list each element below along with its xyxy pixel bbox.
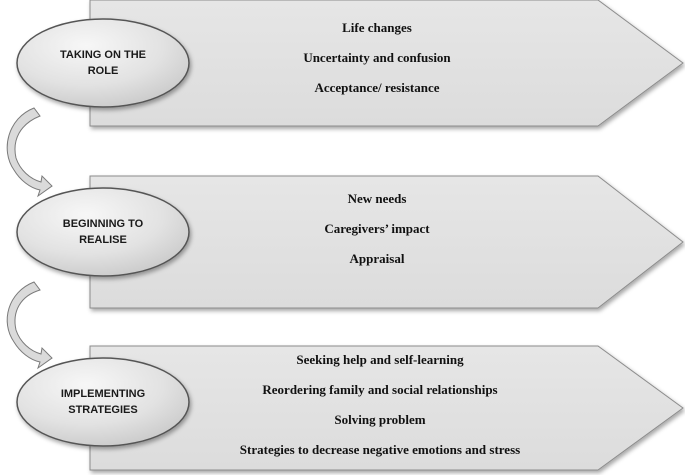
stage-3-items: Seeking help and self-learning Reorderin… xyxy=(197,345,563,465)
stage-3-label-line-2: STRATEGIES xyxy=(68,404,138,416)
stage-1-items: Life changes Uncertainty and confusion A… xyxy=(246,13,508,103)
connector-arrow-1 xyxy=(6,107,53,198)
stage-3-label: IMPLEMENTING STRATEGIES xyxy=(38,386,168,418)
stage-2-arrow xyxy=(89,175,684,309)
stage-1-item: Life changes xyxy=(342,20,412,35)
stage-3-ellipse xyxy=(16,357,190,447)
stage-1-item: Acceptance/ resistance xyxy=(314,80,440,95)
stage-2-ellipse xyxy=(16,187,190,277)
stage-3-item: Seeking help and self-learning xyxy=(296,352,464,367)
stage-2-label-line-2: REALISE xyxy=(79,234,127,246)
stage-1-label-line-2: ROLE xyxy=(87,65,119,77)
stage-2-items: New needs Caregivers’ impact Appraisal xyxy=(246,184,508,274)
stage-1-item: Uncertainty and confusion xyxy=(303,50,451,65)
stage-1-label: TAKING ON THE ROLE xyxy=(38,47,168,79)
stage-3-label-line-1: IMPLEMENTING xyxy=(60,388,146,400)
stage-2-label-line-1: BEGINNING TO xyxy=(62,218,144,230)
stage-2-item: Caregivers’ impact xyxy=(324,221,430,236)
connector-arrow-2 xyxy=(6,281,53,370)
stage-2-item: Appraisal xyxy=(349,251,405,266)
stage-3-item: Reordering family and social relationshi… xyxy=(262,382,498,397)
stage-3-item: Strategies to decrease negative emotions… xyxy=(239,442,521,457)
stage-2-label: BEGINNING TO REALISE xyxy=(38,216,168,248)
stage-1-ellipse xyxy=(16,18,190,108)
stage-2-item: New needs xyxy=(347,191,407,206)
stage-3-arrow xyxy=(89,345,684,471)
stage-3-item: Solving problem xyxy=(334,412,426,427)
stage-1-label-line-1: TAKING ON THE xyxy=(60,49,146,61)
